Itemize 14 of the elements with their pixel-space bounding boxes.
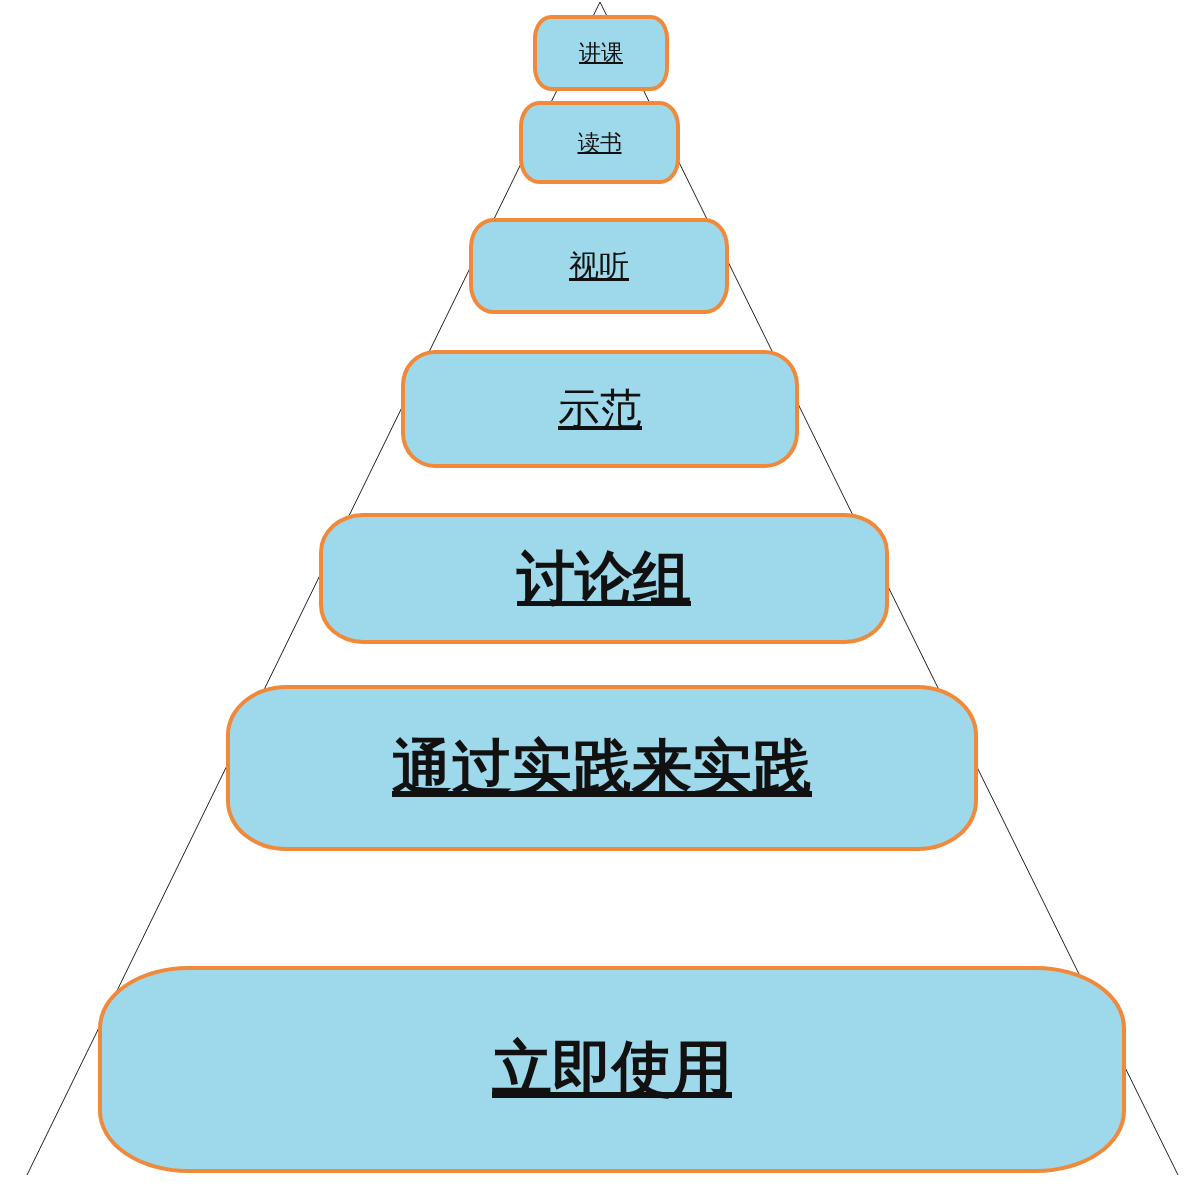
- level-label: 读书: [577, 128, 622, 157]
- level-label: 视听: [569, 246, 629, 285]
- level-label: 立即使用: [492, 1032, 732, 1105]
- pyramid-level-box: [469, 218, 729, 314]
- pyramid-level-box: [401, 350, 799, 468]
- level-label: 示范: [558, 383, 642, 435]
- pyramid-level-box: [226, 685, 978, 851]
- level-label: 通过实践来实践: [392, 730, 812, 804]
- pyramid-level-box: [98, 966, 1126, 1173]
- level-label: 讨论组: [517, 542, 691, 614]
- pyramid-level-box: [533, 15, 669, 91]
- level-label: 讲课: [579, 39, 623, 67]
- pyramid-level-box: [519, 101, 680, 184]
- pyramid-level-box: [319, 513, 889, 644]
